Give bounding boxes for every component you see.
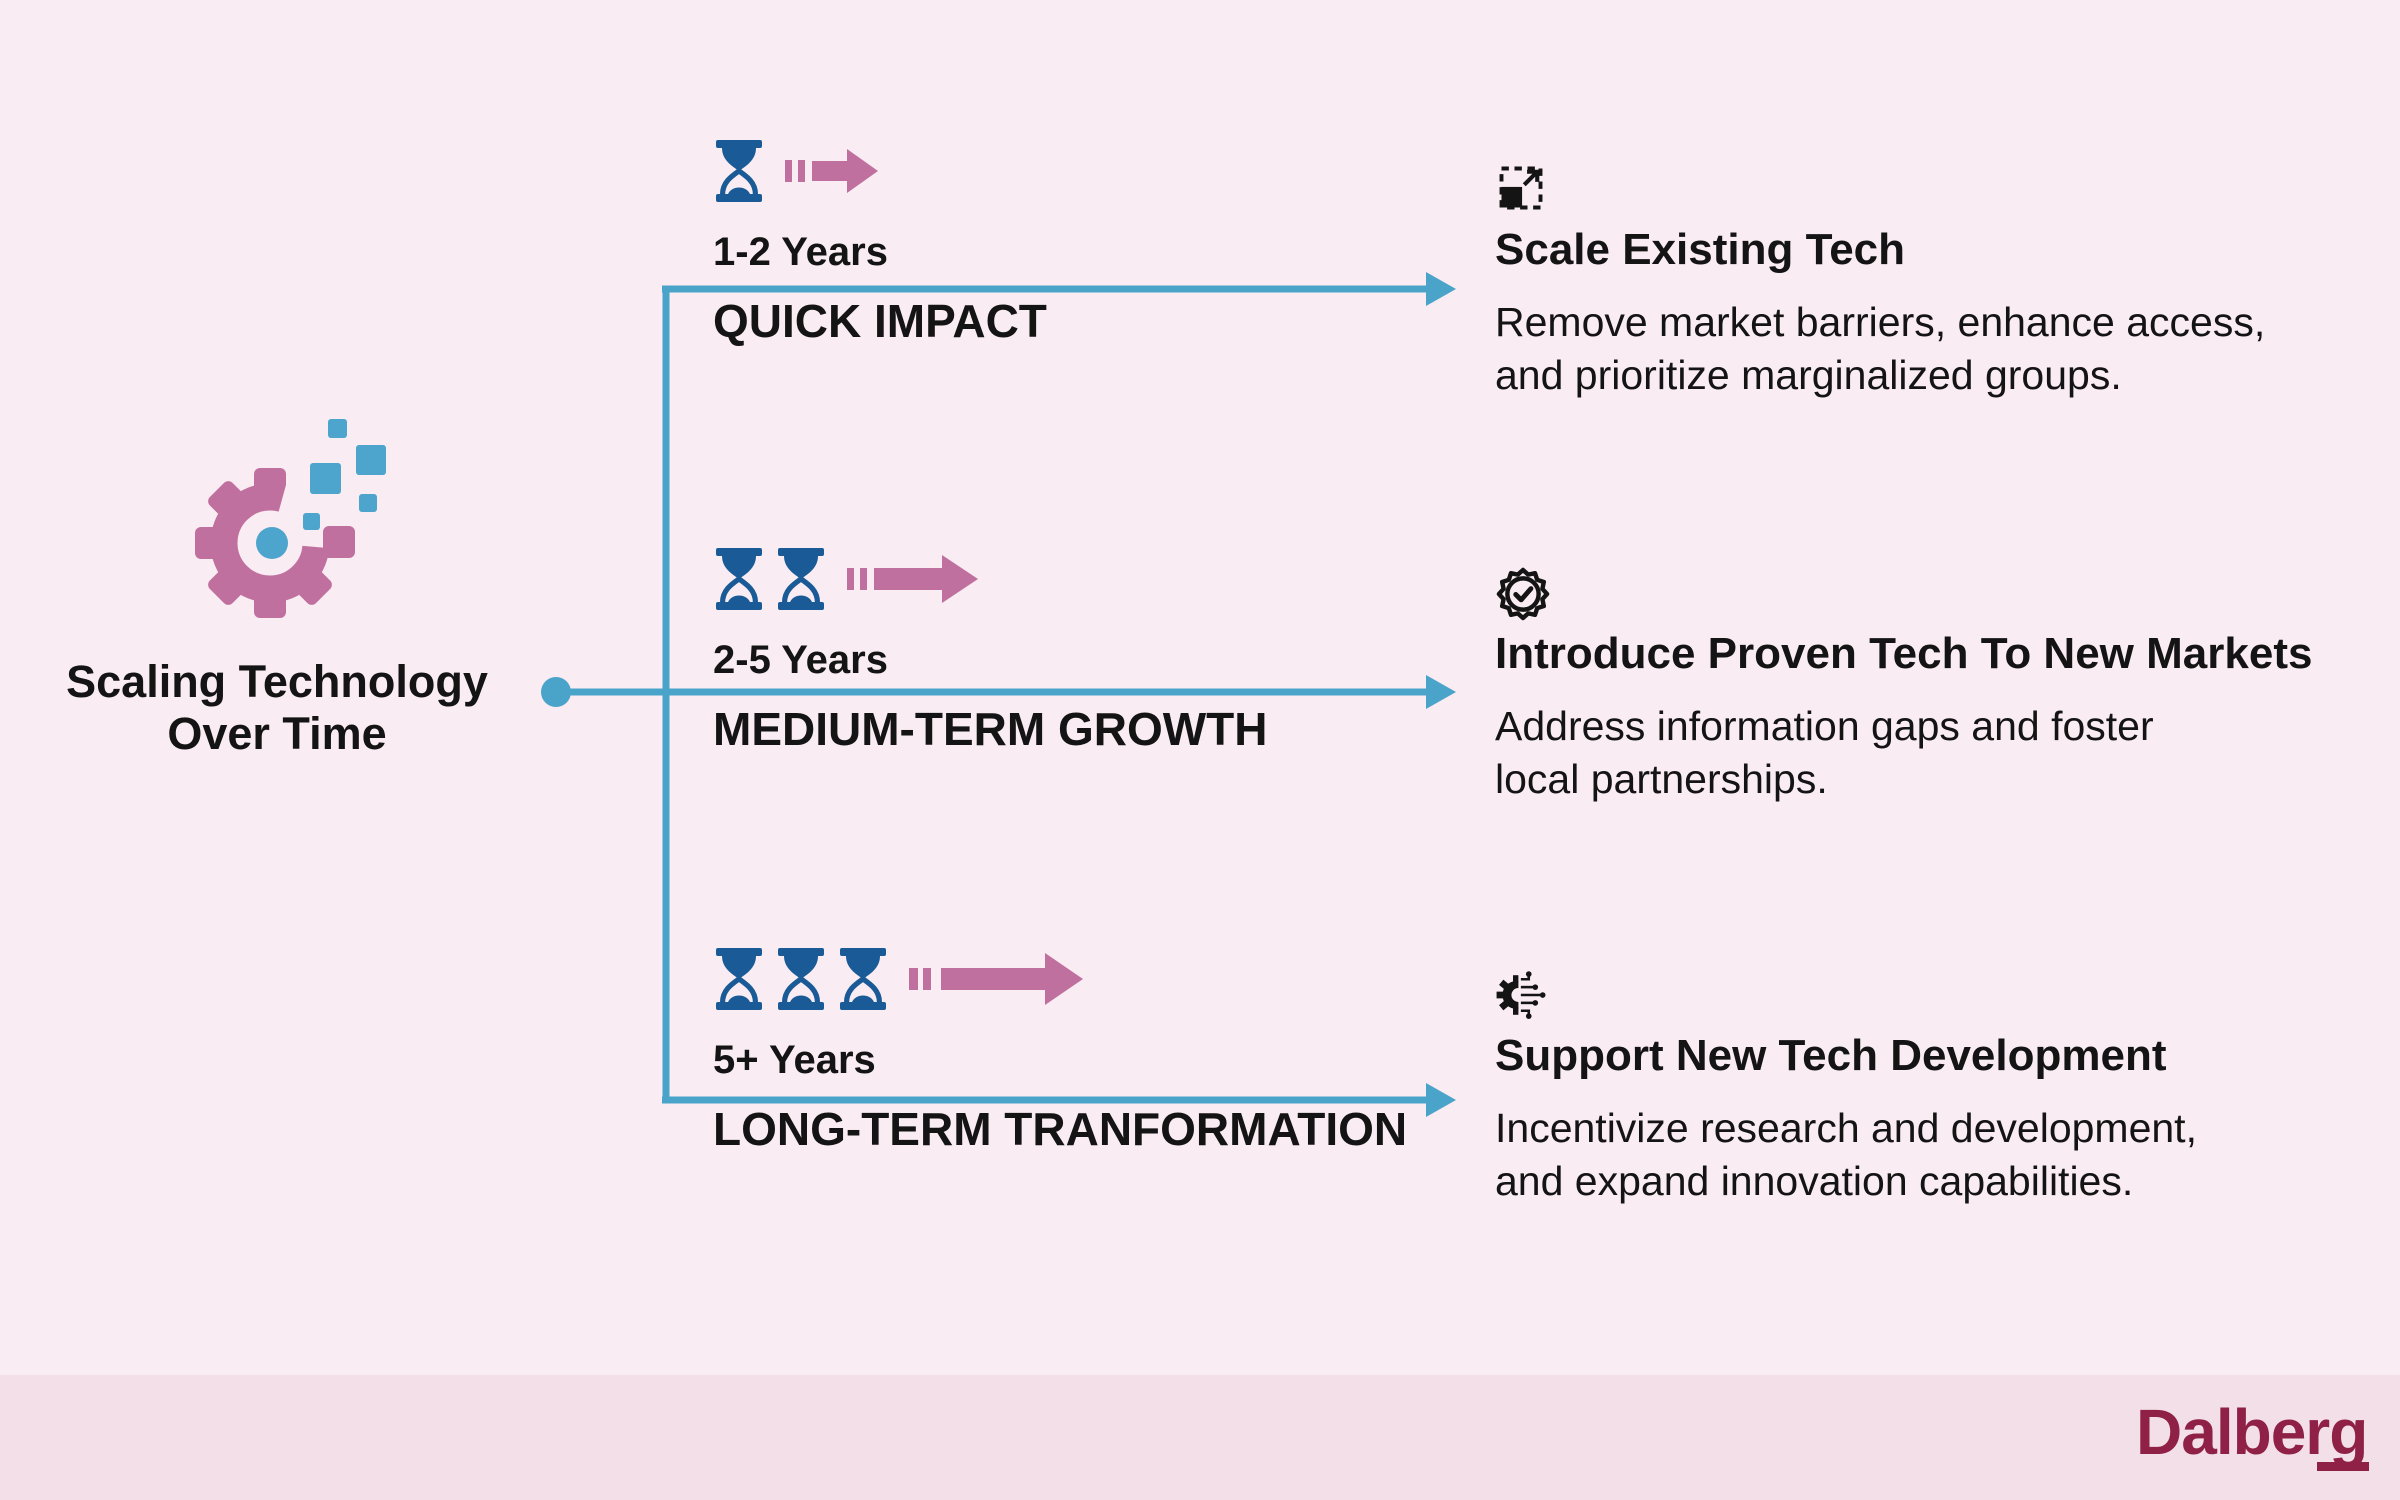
outcome-icon-box xyxy=(1495,968,2197,1024)
page-title-line2: Over Time xyxy=(167,708,387,760)
phase-label: MEDIUM-TERM GROWTH xyxy=(713,703,1268,755)
outcome-description: Incentivize research and development, an… xyxy=(1495,1102,2197,1208)
branch-medium-term-growth: 2-5 Years MEDIUM-TERM GROWTH xyxy=(713,546,1267,752)
arrowhead-medium xyxy=(1426,675,1456,709)
page-title: Scaling Technology Over Time xyxy=(57,656,497,760)
phase-label: QUICK IMPACT xyxy=(713,295,1047,347)
branch-quick-impact: 1-2 Years QUICK IMPACT xyxy=(713,138,1047,344)
hourglass-icon xyxy=(837,946,889,1012)
fast-forward-arrow-icon xyxy=(847,555,978,603)
outcome-description-line1: Remove market barriers, enhance access, xyxy=(1495,299,2266,345)
hourglass-icon xyxy=(713,138,765,204)
gear-pixel-pink xyxy=(323,526,355,558)
arrowhead-quick xyxy=(1426,272,1456,306)
outcome-description-line2: and prioritize marginalized groups. xyxy=(1495,352,2122,398)
branch-origin-dot xyxy=(541,677,571,707)
time-icons-long xyxy=(713,946,1407,1012)
branch-long-term-transformation: 5+ Years LONG-TERM TRANFORMATION xyxy=(713,946,1407,1152)
outcome-heading: Introduce Proven Tech To New Markets xyxy=(1495,629,2313,678)
outcome-description: Address information gaps and foster loca… xyxy=(1495,700,2312,806)
hourglass-icon xyxy=(713,946,765,1012)
outcome-scale-existing-tech: Scale Existing Tech Remove market barrie… xyxy=(1495,162,2265,402)
outcome-description: Remove market barriers, enhance access, … xyxy=(1495,296,2265,402)
outcome-heading: Support New Tech Development xyxy=(1495,1031,2167,1080)
dalberg-logo: Dalberg xyxy=(2136,1400,2370,1471)
dalberg-logo-g-bar xyxy=(2317,1462,2370,1471)
scaling-technology-gear-icon xyxy=(195,408,400,618)
fast-forward-arrow-icon xyxy=(785,149,878,193)
outcome-description-line1: Address information gaps and foster xyxy=(1495,703,2154,749)
outcome-description-line2: and expand innovation capabilities. xyxy=(1495,1158,2134,1204)
hourglass-icon xyxy=(775,546,827,612)
outcome-description-line1: Incentivize research and development, xyxy=(1495,1105,2197,1151)
phase-label: LONG-TERM TRANFORMATION xyxy=(713,1103,1408,1155)
outcome-heading: Scale Existing Tech xyxy=(1495,225,1906,274)
duration-label: 2-5 Years xyxy=(713,638,888,682)
footer-band xyxy=(0,1375,2400,1500)
time-icons-quick xyxy=(713,138,1047,204)
duration-label: 5+ Years xyxy=(713,1038,876,1082)
badge-check-icon xyxy=(1496,567,1550,621)
hourglass-icon xyxy=(775,946,827,1012)
time-icons-medium xyxy=(713,546,1267,612)
outcome-description-line2: local partnerships. xyxy=(1495,756,1828,802)
gear-pixels-blue xyxy=(303,419,386,530)
outcome-icon-box xyxy=(1495,566,2312,622)
scale-expand-icon xyxy=(1499,166,1543,210)
arrowhead-long xyxy=(1426,1083,1456,1117)
page-title-line1: Scaling Technology xyxy=(66,656,488,707)
hourglass-icon xyxy=(713,546,765,612)
duration-label: 1-2 Years xyxy=(713,230,888,274)
outcome-introduce-proven-tech: Introduce Proven Tech To New Markets Add… xyxy=(1495,566,2312,806)
dalberg-logo-text: Dalberg xyxy=(2136,1396,2368,1468)
tech-development-icon xyxy=(1496,971,1546,1019)
outcome-icon-box xyxy=(1495,162,2265,218)
fast-forward-arrow-icon xyxy=(909,953,1083,1005)
gear-hub-dot xyxy=(256,527,288,559)
outcome-support-new-tech: Support New Tech Development Incentivize… xyxy=(1495,968,2197,1208)
